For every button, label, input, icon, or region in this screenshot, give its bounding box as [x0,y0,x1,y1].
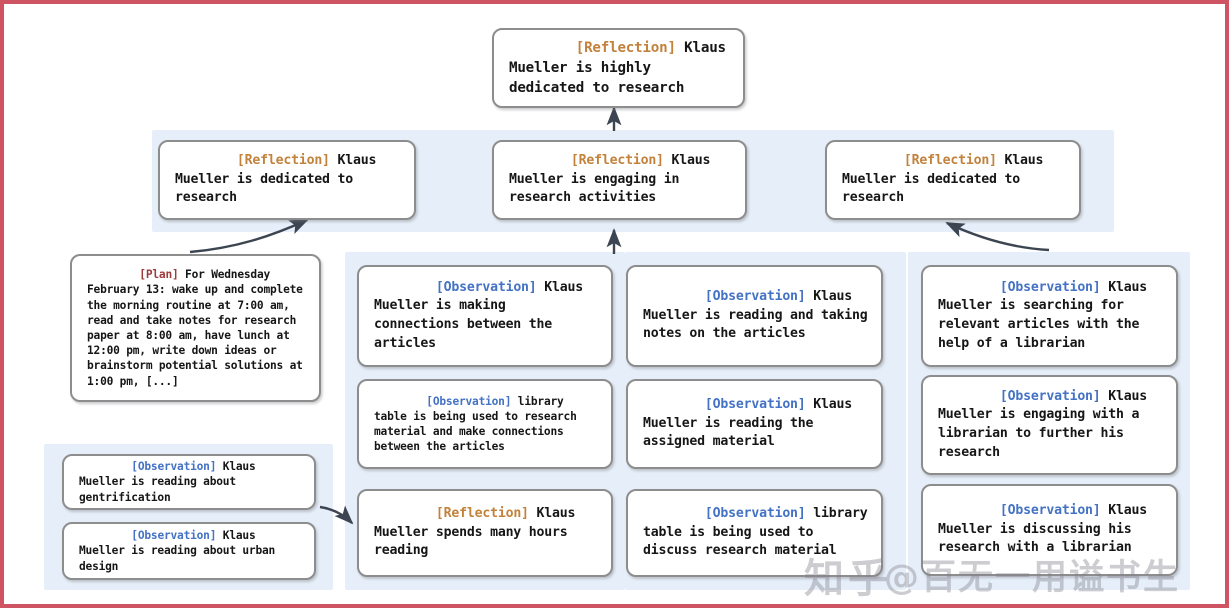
observation-text: Klaus Mueller is searching for relevant … [938,279,1155,351]
column2-node-2[interactable]: [Observation] Klaus Mueller is reading t… [626,379,883,469]
observation-tag: [Observation] [704,396,806,412]
plan-node[interactable]: [Plan] For Wednesday February 13: wake u… [70,254,321,402]
observation-tag: [Observation] [426,394,512,408]
column1-node-3[interactable]: [Reflection] Klaus Mueller spends many h… [357,489,613,577]
column1-node-2[interactable]: [Observation] library table is being use… [357,379,613,469]
column2-node-3[interactable]: [Observation] library table is being use… [626,489,883,577]
observation-text: Klaus Mueller is making connections betw… [374,279,591,351]
root-reflection-text: Klaus Mueller is highly dedicated to res… [509,39,735,97]
observation-tag: [Observation] [999,388,1101,404]
observation-tag: [Observation] [704,288,806,304]
observation-tag: [Observation] [435,279,537,295]
column3-node-3[interactable]: [Observation] Klaus Mueller is discussin… [921,484,1178,576]
observation-text: Klaus Mueller is discussing his research… [938,502,1155,556]
reflection-text: Klaus Mueller is dedicated to research [175,152,384,206]
reflection-node-center[interactable]: [Reflection] Klaus Mueller is engaging i… [492,140,747,220]
reflection-node-left[interactable]: [Reflection] Klaus Mueller is dedicated … [158,140,416,220]
observation-tag: [Observation] [131,529,217,543]
observation-text: Klaus Mueller is reading the assigned ma… [643,396,860,450]
observation-text: Klaus Mueller is reading about gentrific… [79,460,263,504]
observation-tag: [Observation] [131,460,217,474]
reflection-tag: [Reflection] [575,39,676,56]
observation-text: library table is being used to research … [374,394,584,454]
plan-tag: [Plan] [139,268,179,282]
reflection-node-right[interactable]: [Reflection] Klaus Mueller is dedicated … [825,140,1081,220]
observation-text: Klaus Mueller is engaging with a librari… [938,388,1155,460]
observation-text: Klaus Mueller is reading and taking note… [643,288,876,342]
reflection-text: Klaus Mueller is engaging in research ac… [509,152,718,206]
reflection-tag: [Reflection] [903,152,997,168]
reflection-tag: [Reflection] [236,152,330,168]
root-reflection-node[interactable]: [Reflection] Klaus Mueller is highly ded… [492,28,745,108]
observation-node-left-2[interactable]: [Observation] Klaus Mueller is reading a… [62,522,316,580]
column3-node-2[interactable]: [Observation] Klaus Mueller is engaging … [921,375,1178,475]
observation-node-left-1[interactable]: [Observation] Klaus Mueller is reading a… [62,454,316,510]
diagram-canvas: [Reflection] Klaus Mueller is highly ded… [4,4,1225,604]
observation-text: Klaus Mueller is reading about urban des… [79,529,282,573]
column2-node-1[interactable]: [Observation] Klaus Mueller is reading a… [626,265,883,367]
reflection-tag: [Reflection] [570,152,664,168]
reflection-text: Klaus Mueller is dedicated to research [842,152,1051,206]
observation-text: library table is being used to discuss r… [643,505,876,559]
reflection-tag: [Reflection] [435,505,529,521]
column3-node-1[interactable]: [Observation] Klaus Mueller is searching… [921,265,1178,367]
observation-tag: [Observation] [704,505,806,521]
observation-tag: [Observation] [999,279,1101,295]
observation-tag: [Observation] [999,502,1101,518]
plan-text: For Wednesday February 13: wake up and c… [87,268,310,388]
column1-node-1[interactable]: [Observation] Klaus Mueller is making co… [357,265,613,367]
reflection-text: Klaus Mueller spends many hours reading [374,505,583,559]
